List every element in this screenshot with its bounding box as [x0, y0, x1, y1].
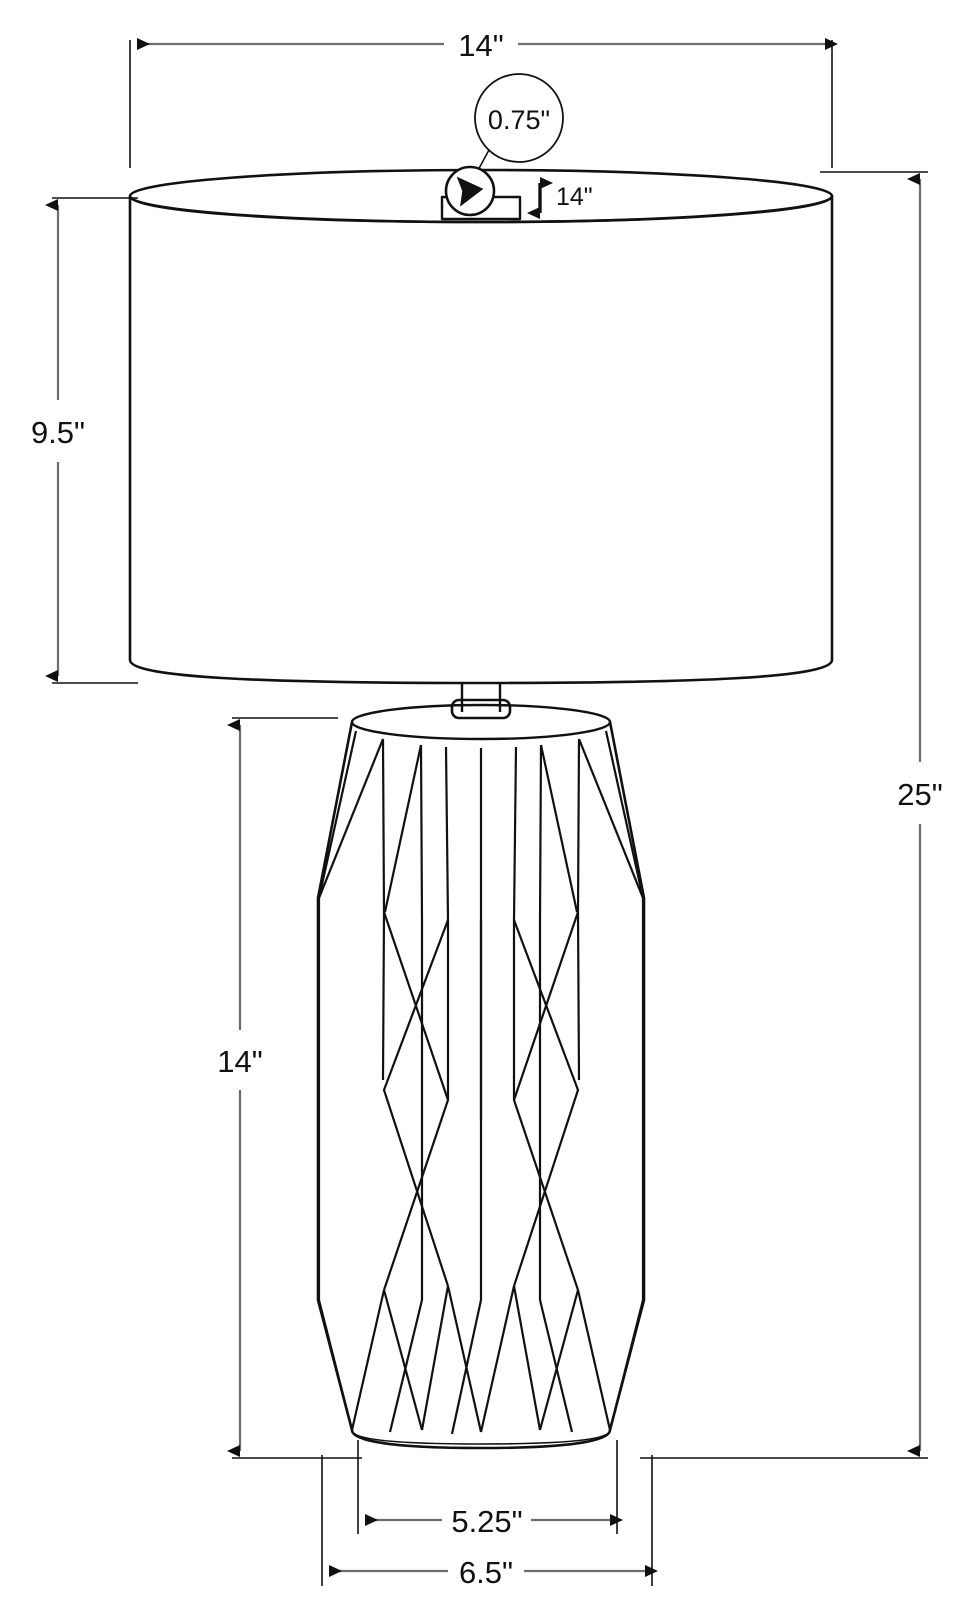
lamp-shade-drum [128, 168, 834, 685]
callout-harp-detail: 0.75" [469, 73, 564, 186]
extension-lines-base-height [232, 717, 362, 1459]
extension-lines-base-bottom-diameter [321, 1455, 653, 1586]
faceted-geometric-base [316, 703, 646, 1450]
dim-label-shade-top-lip: 14" [556, 183, 593, 211]
dim-label-shade-diameter: 14" [458, 28, 504, 63]
pointer-circle-marker [444, 165, 496, 217]
extension-lines-top [129, 40, 833, 168]
dimension-annotations: 14" 0.75" 14" [31, 28, 943, 1590]
extension-lines-shade-height [52, 197, 138, 684]
dim-label-shade-height: 9.5" [31, 415, 85, 450]
lamp-neck-fitting [440, 195, 522, 720]
callout-bubble-circle [474, 73, 564, 163]
extension-lines-overall-height [640, 171, 928, 1459]
dim-label-base-bottom-diameter: 6.5" [459, 1555, 513, 1590]
lamp-illustration [128, 168, 834, 1450]
dim-label-base-top-diameter: 5.25" [451, 1504, 522, 1539]
dimension-shade-top-lip: 14" [527, 177, 593, 219]
dim-label-overall-height: 25" [897, 777, 943, 812]
dim-label-base-height: 14" [217, 1044, 263, 1079]
dim-label-harp-detail: 0.75" [488, 105, 550, 135]
